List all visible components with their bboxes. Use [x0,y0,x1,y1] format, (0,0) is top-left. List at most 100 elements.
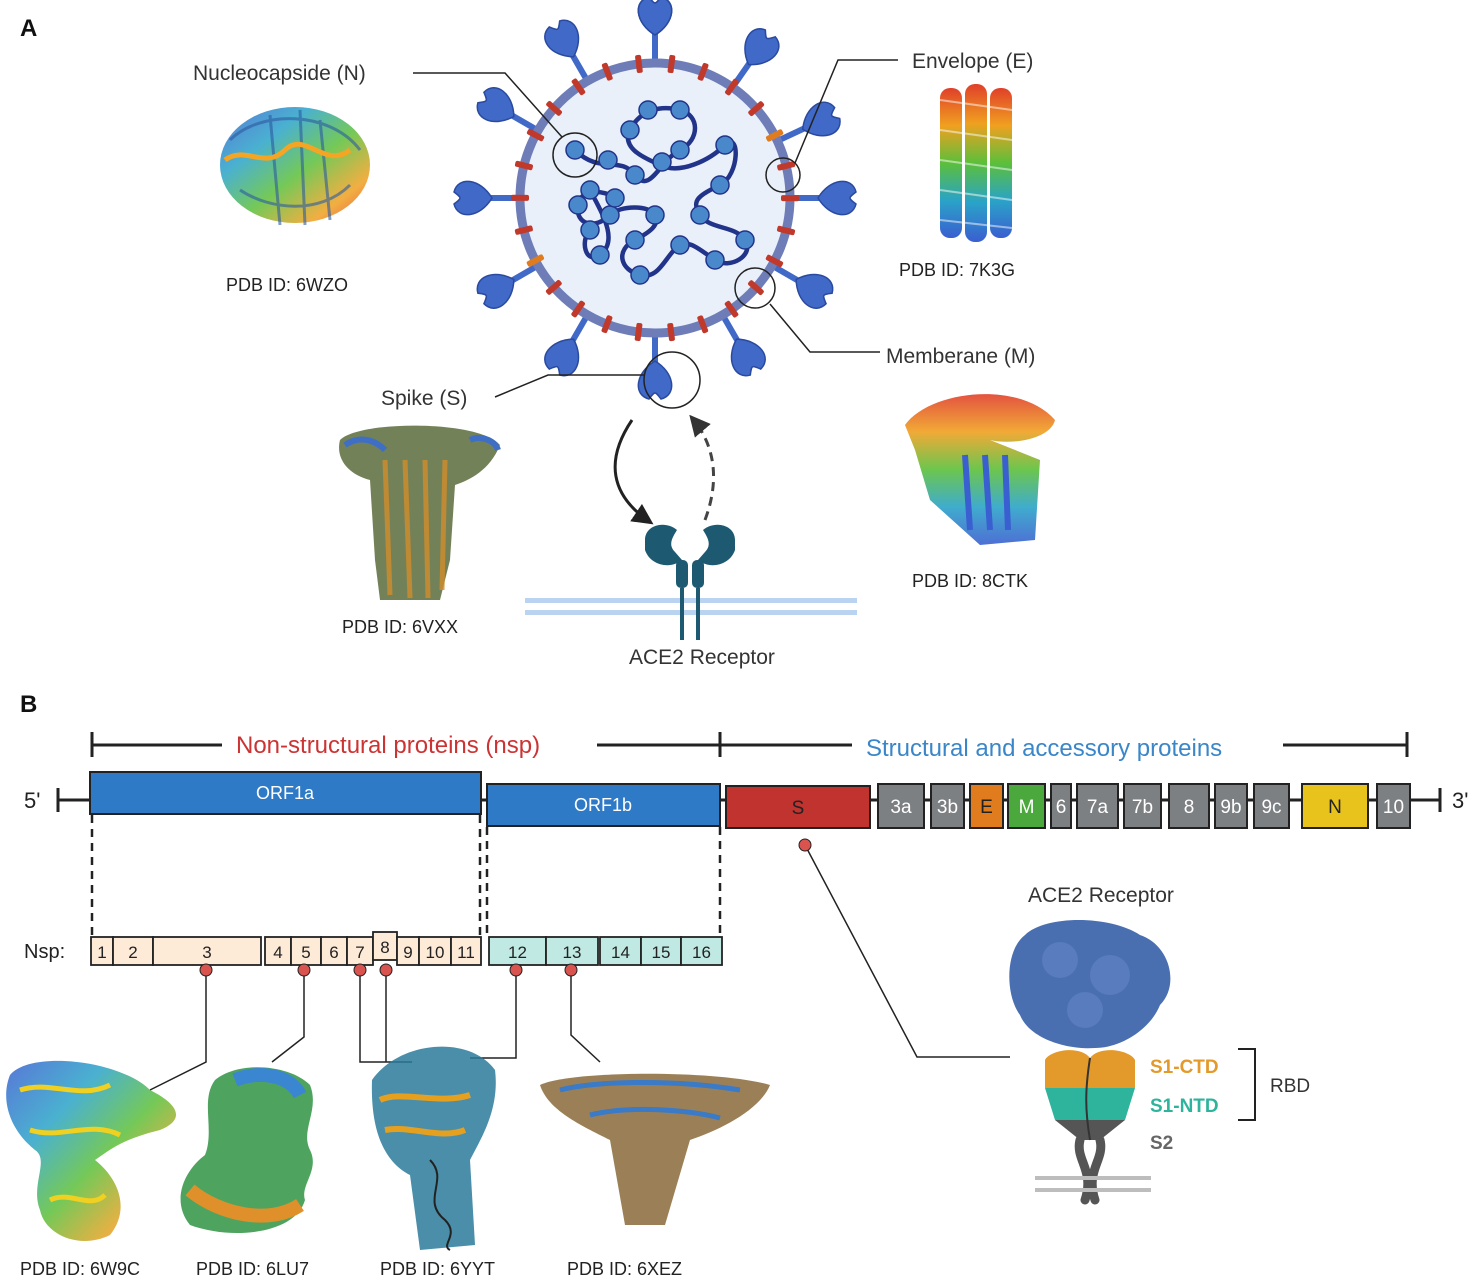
nsp-box-4 [264,936,292,966]
nsp13-marker [564,963,578,977]
spike-leader [494,374,644,398]
structure-6lu7 [180,1067,313,1233]
nsp-label-2: 2 [128,943,137,962]
spike-structure [339,425,501,600]
spike-protein [768,261,834,309]
nsp-label-6: 6 [329,943,338,962]
membrane-pdb: PDB ID: 8CTK [912,571,1028,591]
nsp-header: Non-structural proteins (nsp) [236,732,540,759]
ace2-receptor-icon [525,524,857,640]
membrane-protein [635,54,643,74]
gene-label-8: 8 [1184,797,1195,818]
gene-label-e: E [980,797,993,818]
gene-label-7b: 7b [1132,797,1153,818]
ace2-receptor-label: ACE2 Receptor [629,646,775,669]
membrane-protein [776,225,796,236]
nsp-label-8: 8 [380,938,389,957]
membrane-protein [724,300,739,318]
nucleocapside-label: Nucleocapside (N) [193,62,366,85]
nucleocapsid-bead [715,135,735,155]
nucleocapsid-bead [568,195,588,215]
nucleocapsid-bead [580,180,600,200]
spike-label: Spike (S) [381,387,467,410]
spike-highlight [643,351,701,409]
nucleocapside-structure [220,107,370,226]
membrane-protein [510,194,530,201]
nucleocapsid-bead [710,175,730,195]
nsp-box-6 [320,936,348,966]
gene-box-3a [877,783,925,829]
nsp3-connector [149,970,207,1091]
membrane-label: Memberane (M) [886,345,1035,368]
membrane-protein [545,280,562,295]
envelope-leader [794,59,898,164]
nucleocapsid-bead [598,150,618,170]
gene-box-9b [1214,783,1248,829]
membrane-protein [780,195,800,202]
virion-membrane-proteins [510,54,800,342]
membrane-protein [634,322,643,342]
gene-box-3b [930,783,965,829]
nsp-label-7: 7 [355,943,364,962]
nsp8-marker [379,963,393,977]
nsp7-marker [353,963,367,977]
nsp-box-2 [112,936,154,966]
pdb-6xez: PDB ID: 6XEZ [567,1259,682,1279]
nucleocapsid-bead [638,100,658,120]
nsp-label-15: 15 [652,943,671,962]
gene-label-3a: 3a [890,797,912,818]
nsp-prefix: Nsp: [24,941,65,963]
nsp-box-12 [488,936,547,966]
membrane-structure [905,394,1055,545]
gene-label-9c: 9c [1261,797,1281,818]
spike-protein [637,0,673,65]
gene-label-s: S [792,798,805,819]
nsp-box-16 [680,936,723,966]
gene-box-n [1301,783,1369,829]
structure-6w9c [6,1060,177,1241]
gene-box-8 [1168,783,1210,829]
panel-b-label: B [20,691,37,718]
nsp-label-5: 5 [301,943,310,962]
gene-label-10: 10 [1383,797,1404,818]
spike-protein [476,261,542,309]
nucleocapsid-bead [645,205,665,225]
nsp-box-8 [372,931,398,961]
release-arrow [689,414,716,521]
structure-6xez [540,1073,770,1225]
gene-label-m: M [1019,797,1035,818]
membrane-protein [697,315,709,334]
gene-box-7b [1123,783,1162,829]
gene-label-9b: 9b [1220,797,1241,818]
membrane-protein [514,225,533,235]
nsp12-marker [509,963,523,977]
nucleocapsid-bead [600,205,620,225]
nsp-label-3: 3 [202,943,211,962]
envelope-protein [765,129,784,142]
envelope-highlight [765,157,801,193]
membrane-protein [748,280,764,296]
nsp12-connector [470,970,517,1059]
s1-ntd-label: S1-NTD [1150,1096,1219,1117]
nsp13-connector [570,970,601,1063]
nsp-label-9: 9 [403,943,412,962]
nucleocapsid-bead [590,245,610,265]
rbd-bracket [1238,1048,1256,1121]
s-gene-connector [804,844,1010,1058]
membrane-protein [725,78,739,96]
nsp-label-11: 11 [457,943,475,962]
nucleocapsid-bead [580,220,600,240]
pdb-6w9c: PDB ID: 6W9C [20,1259,140,1279]
nsp-label-14: 14 [611,943,630,962]
spike-protein [476,87,542,135]
nucleocapside-pdb: PDB ID: 6WZO [226,275,348,295]
nsp-label-10: 10 [426,943,445,962]
virion-spikes [453,0,857,400]
gene-box-s [725,785,871,829]
membrane-protein [748,101,765,116]
membrane-protein [667,322,675,342]
gene-label-7a: 7a [1087,797,1109,818]
